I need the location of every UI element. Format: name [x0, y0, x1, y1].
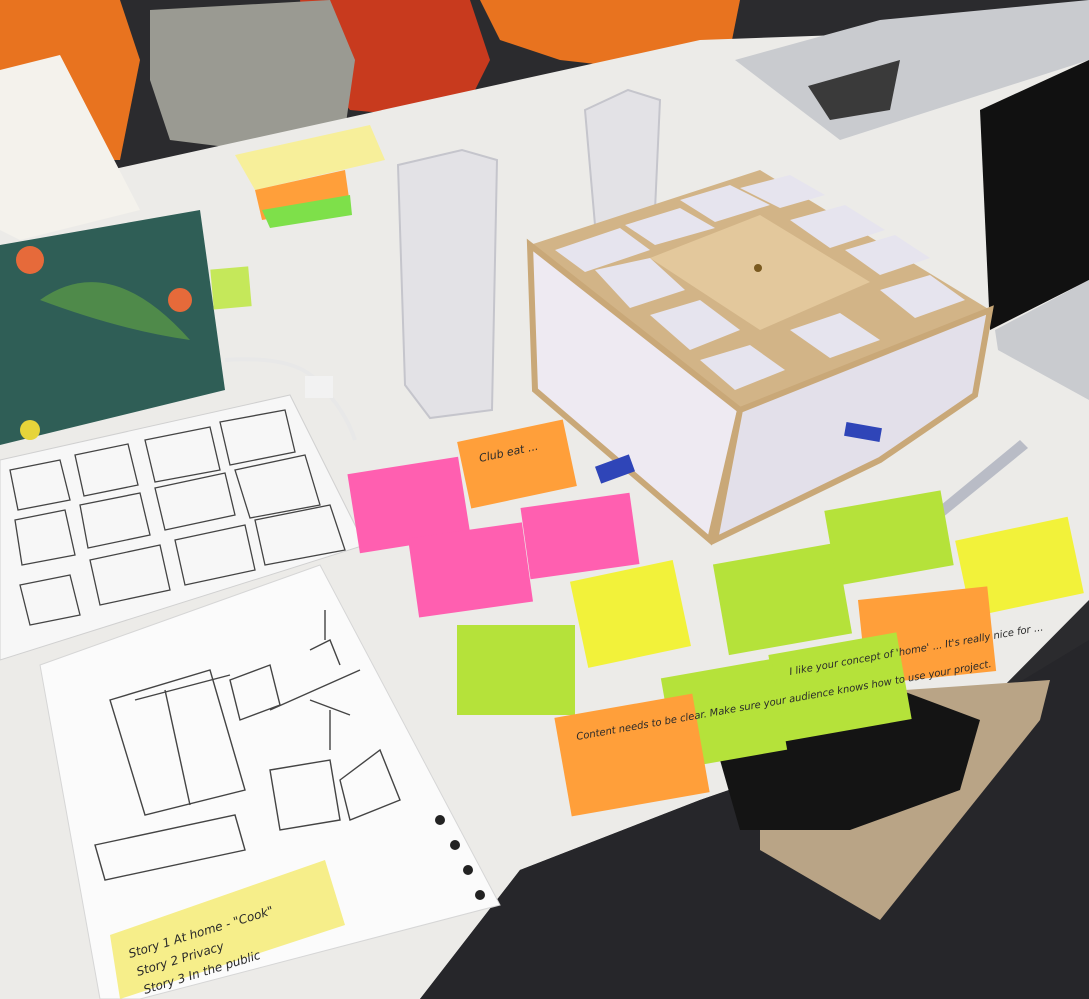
tropical-laptop — [0, 210, 225, 445]
room-sketch — [94, 610, 401, 881]
note-pink-1 — [347, 456, 471, 554]
blue-tape-1 — [595, 454, 635, 484]
note-pink-2 — [407, 522, 534, 618]
laptop-flower-1 — [16, 246, 44, 274]
sticky-stack-top — [235, 125, 385, 190]
box-panel-a — [555, 228, 650, 272]
acrylic-tower-2 — [583, 88, 662, 227]
note-green-1 — [457, 625, 575, 715]
note-green-2 — [712, 542, 853, 656]
binder-holes — [435, 815, 485, 900]
laptop-right-screen — [980, 60, 1089, 330]
blue-tape-2 — [844, 421, 882, 443]
sticky-stack-low — [262, 195, 352, 228]
acrylic-tower-1 — [396, 148, 499, 420]
box-panel-c — [680, 185, 770, 222]
open-notebook — [0, 55, 140, 240]
box-lid — [650, 215, 870, 330]
note-green-3 — [824, 490, 954, 586]
laptop-top-right-keys — [808, 60, 900, 120]
pen — [935, 440, 1028, 518]
grey-bag — [150, 0, 355, 150]
laptop-flower-3 — [20, 420, 40, 440]
laptop-leaf — [40, 282, 190, 340]
box-panel-d — [740, 175, 825, 208]
box-front-left — [526, 238, 744, 546]
box-panel-k — [790, 313, 880, 358]
sketch-sheet — [39, 564, 501, 999]
laptop-right-base — [995, 280, 1089, 400]
box-panel-f — [650, 300, 740, 350]
black-bag — [720, 690, 980, 830]
note-orange-1: Club eat ... — [457, 419, 577, 509]
box-panel-h — [790, 205, 885, 248]
box-panel-g — [700, 345, 785, 390]
box-panel-e — [595, 258, 685, 308]
note-pink-3 — [520, 492, 640, 580]
box-panel-b — [625, 208, 715, 245]
lime-note-small — [210, 266, 252, 310]
box-panel-i — [845, 235, 930, 275]
storyboard-frames — [9, 409, 346, 626]
lid-knob — [754, 264, 762, 272]
box-panel-j — [880, 275, 965, 318]
note-yellow-1 — [569, 559, 691, 668]
usb-adapter — [305, 376, 333, 398]
laptop-flower-2 — [168, 288, 192, 312]
